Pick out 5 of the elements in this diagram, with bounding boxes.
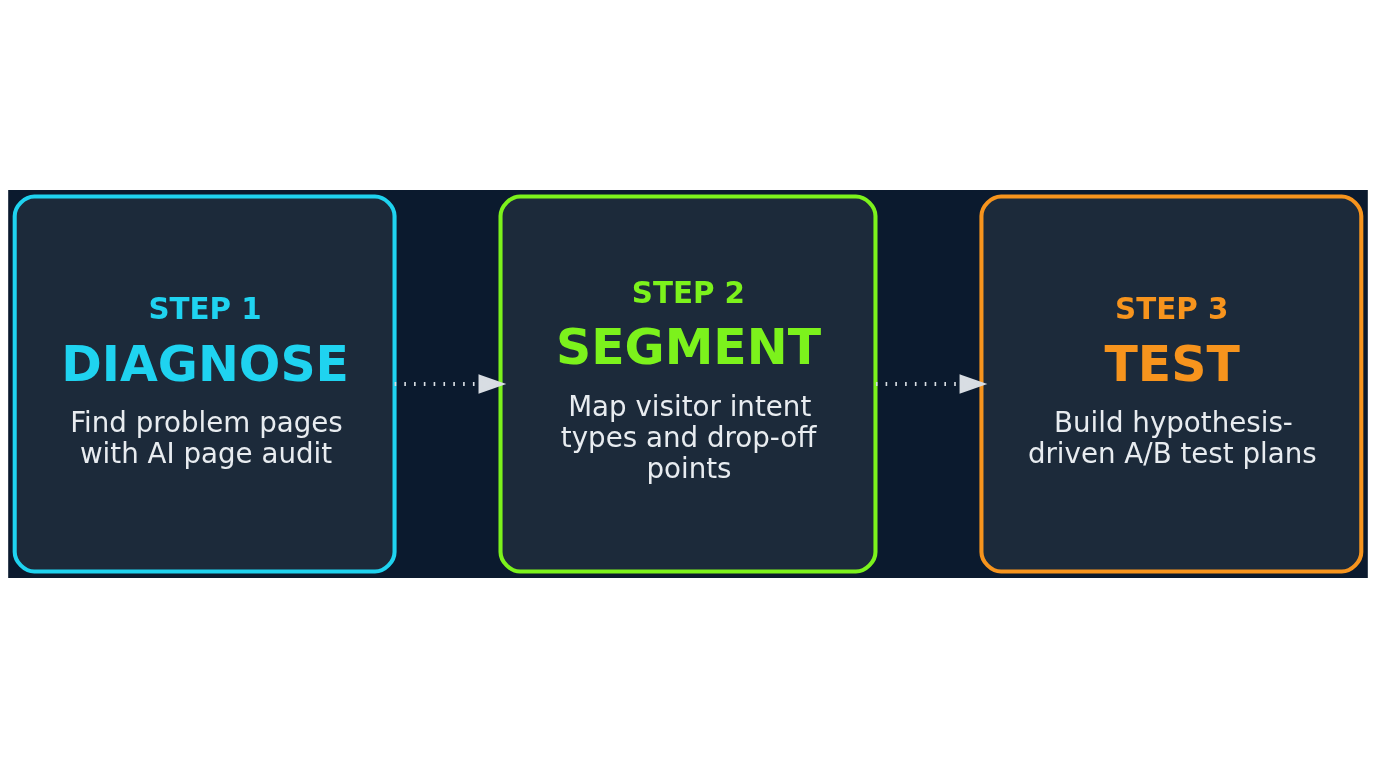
arrow [875,374,988,394]
arrow [394,374,507,394]
node-box: STEP 3 TEST Build hypothesis-driven A/B test plans [979,194,1364,574]
node-box: STEP 1 DIAGNOSE Find problem pages with AI page audit [12,194,397,574]
node-box: STEP 2 SEGMENT Map visitor intent types and drop-off points [498,194,878,574]
